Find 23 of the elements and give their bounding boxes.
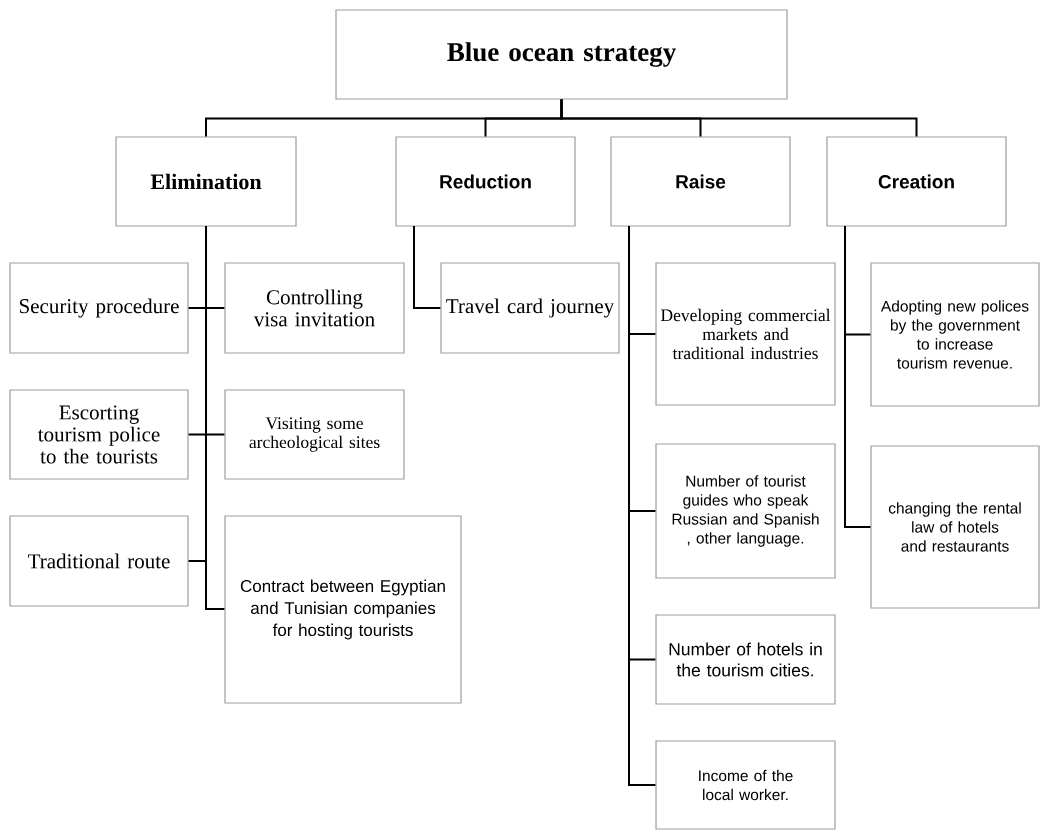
title-box: Blue ocean strategy (335, 9, 788, 100)
item-box: changing the rental law of hotels and restaurants (870, 445, 1040, 609)
item-box: Income of the local worker. (655, 740, 836, 830)
connector (205, 225, 226, 610)
item-box: Escorting tourism police to the tourists (9, 389, 189, 480)
item-box: Contract between Egyptian and Tunisian companies for hosting tourists (224, 515, 462, 704)
category-box: Raise (610, 136, 791, 227)
connector (413, 225, 442, 309)
item-box: Visiting some archeological sites (224, 389, 405, 480)
category-box: Reduction (395, 136, 576, 227)
category-box: Elimination (115, 136, 297, 227)
item-box: Adopting new polices by the government to increase tourism revenue. (870, 262, 1040, 407)
connector (628, 225, 657, 786)
item-box: Travel card journey (440, 262, 620, 354)
connector (560, 98, 918, 138)
item-box: Security procedure (9, 262, 189, 354)
item-box: Traditional route (9, 515, 189, 607)
item-box: Number of tourist guides who speak Russian and Spanish , other language. (655, 443, 836, 579)
category-box: Creation (826, 136, 1007, 227)
item-box: Number of hotels in the tourism cities. (655, 614, 836, 705)
connector (844, 225, 872, 528)
item-box: Developing commercial markets and traditional industries (655, 262, 836, 406)
item-box: Controlling visa invitation (224, 262, 405, 354)
